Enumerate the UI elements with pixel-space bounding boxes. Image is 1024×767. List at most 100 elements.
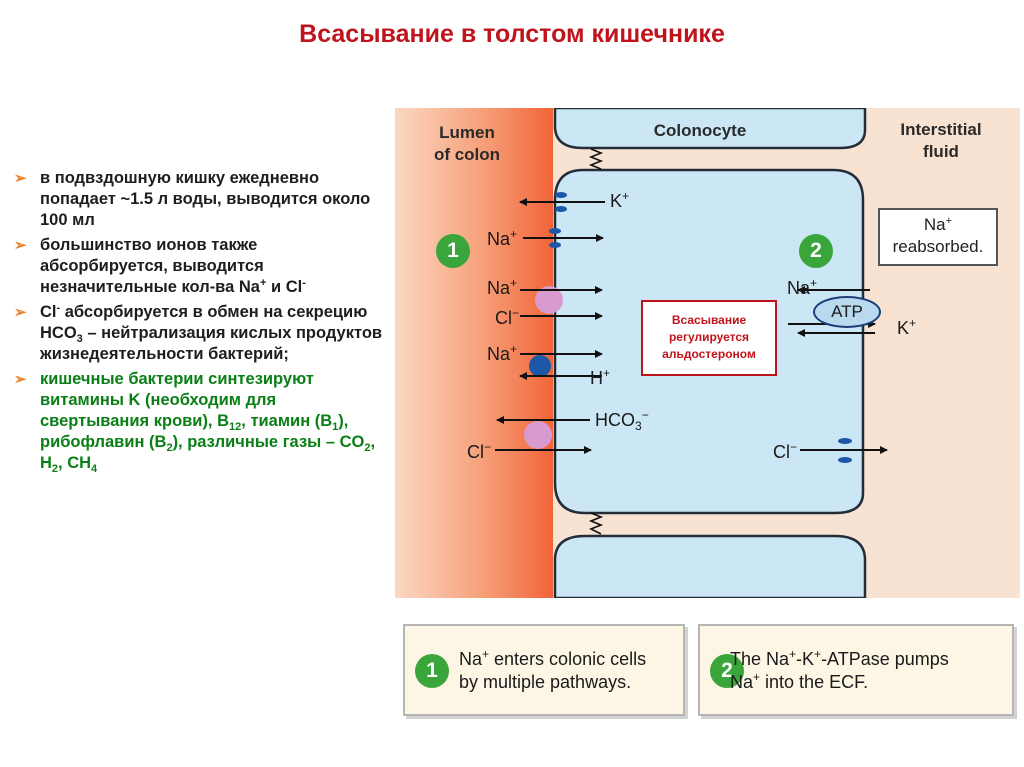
ion-charge: − bbox=[512, 306, 520, 320]
bullet-text: большинство ионов также абсорбируется, в… bbox=[40, 236, 264, 296]
colonocyte-lower bbox=[553, 534, 867, 598]
na-channel bbox=[523, 228, 604, 248]
ion-charge: + bbox=[909, 316, 917, 330]
bullet-text: , CH bbox=[58, 454, 92, 472]
ion-symbol: Na bbox=[923, 215, 946, 234]
ion-charge: + bbox=[945, 215, 953, 227]
reabsorbed-line: reabsorbed. bbox=[892, 237, 984, 256]
tight-junction-bottom bbox=[588, 512, 604, 535]
superscript: + bbox=[259, 277, 267, 289]
na-h-exchanger bbox=[519, 350, 603, 380]
bullet-text: , тиамин (B bbox=[241, 412, 333, 430]
caption-line: by multiple pathways. bbox=[459, 672, 632, 692]
arrow-bullet-icon: ➢ bbox=[14, 170, 27, 187]
bullet-text: , H bbox=[40, 433, 376, 472]
subscript: 2 bbox=[166, 442, 173, 454]
ion-symbol: Na bbox=[487, 278, 511, 298]
ion-cl: Cl− bbox=[495, 306, 520, 328]
arrow-bullet-icon: ➢ bbox=[14, 304, 27, 321]
ion-charge: − bbox=[790, 440, 798, 454]
ion-charge: + bbox=[482, 647, 490, 661]
bullet-text: и Cl bbox=[266, 278, 303, 296]
bullet-text: Cl bbox=[40, 303, 57, 321]
subscript: 3 bbox=[76, 333, 83, 345]
caption-fragment: into the ECF. bbox=[760, 672, 869, 692]
tight-junction-top bbox=[588, 148, 604, 170]
subscript: 1 bbox=[332, 421, 339, 433]
step-2-caption: 2 The Na+-K+-ATPase pumps Na+ into the E… bbox=[698, 624, 1014, 716]
caption-fragment: The Na bbox=[730, 649, 790, 669]
bullet-list: ➢ в подвздошную кишку ежедневно попадает… bbox=[14, 168, 384, 478]
bullet-item: ➢ Cl- абсорбируется в обмен на секрецию … bbox=[14, 302, 384, 365]
step-2-marker: 2 bbox=[799, 234, 833, 268]
caption-fragment: -ATPase pumps bbox=[821, 649, 949, 669]
caption-text: The Na+-K+-ATPase pumps Na+ into the ECF… bbox=[730, 648, 949, 694]
ion-cl: Cl− bbox=[467, 440, 492, 462]
na-cl-cotransporter bbox=[520, 286, 603, 320]
bullet-item: ➢ в подвздошную кишку ежедневно попадает… bbox=[14, 168, 384, 231]
interstitial-label-line: fluid bbox=[923, 142, 959, 161]
subscript: 2 bbox=[51, 463, 59, 475]
cl-hco3-exchanger bbox=[495, 416, 592, 454]
bullet-item: ➢ кишечные бактерии синтезируют витамины… bbox=[14, 369, 384, 475]
superscript: - bbox=[56, 302, 61, 314]
ion-charge: + bbox=[510, 227, 518, 241]
subscript: 2 bbox=[364, 442, 371, 454]
ion-symbol: HCO bbox=[595, 410, 635, 430]
ion-symbol: Cl bbox=[467, 442, 484, 462]
caption-fragment: enters colonic cells bbox=[489, 649, 647, 669]
ion-symbol: Cl bbox=[495, 308, 512, 328]
ion-charge: + bbox=[510, 342, 518, 356]
caption-fragment: -K bbox=[796, 649, 815, 669]
ion-charge: + bbox=[810, 276, 818, 290]
bullet-item: ➢ большинство ионов также абсорбируется,… bbox=[14, 235, 384, 298]
slide-title: Всасывание в толстом кишечнике bbox=[299, 20, 725, 48]
subscript: 4 bbox=[91, 463, 98, 475]
aldosterone-regulation-box: Всасывание регулируется альдостероном bbox=[641, 300, 777, 376]
subscript: 12 bbox=[229, 421, 242, 433]
ion-symbol: K bbox=[610, 191, 623, 211]
lumen-label: Lumen of colon bbox=[417, 122, 517, 166]
superscript: - bbox=[302, 277, 306, 289]
ion-symbol: H bbox=[590, 368, 603, 388]
ion-cl: Cl− bbox=[773, 440, 798, 462]
regulation-line: регулируется bbox=[668, 330, 750, 344]
caption-text: Na+ enters colonic cells by multiple pat… bbox=[459, 648, 646, 694]
ion-symbol: Na bbox=[487, 229, 511, 249]
ion-charge: − bbox=[484, 440, 492, 454]
arrow-bullet-icon: ➢ bbox=[14, 237, 27, 254]
step-1-marker: 1 bbox=[415, 654, 449, 688]
colon-absorption-diagram: Lumen of colon Colonocyte Interstitial f… bbox=[395, 108, 1020, 598]
caption-fragment: Na bbox=[730, 672, 754, 692]
ion-symbol: Na bbox=[487, 344, 511, 364]
arrow-bullet-icon: ➢ bbox=[14, 371, 27, 388]
step-1-marker: 1 bbox=[436, 234, 470, 268]
bullet-text: в подвздошную кишку ежедневно попадает ~… bbox=[40, 169, 371, 229]
ion-symbol: Na bbox=[787, 278, 811, 298]
ion-charge: + bbox=[622, 189, 630, 203]
bullet-text: кишечные бактерии синтезируют витамины K… bbox=[40, 370, 314, 430]
lumen-label-line: of colon bbox=[433, 145, 501, 164]
ion-charge: + bbox=[603, 366, 611, 380]
ion-subscript: 3 bbox=[635, 419, 642, 433]
step-1-caption: 1 Na+ enters colonic cells by multiple p… bbox=[403, 624, 685, 716]
ion-na: Na+ bbox=[487, 276, 518, 298]
interstitial-label-line: Interstitial bbox=[900, 120, 982, 139]
ion-charge: + bbox=[753, 670, 761, 684]
ion-k: K+ bbox=[610, 189, 630, 211]
ion-symbol: K bbox=[897, 318, 910, 338]
reabsorbed-line: Na+ bbox=[880, 214, 996, 236]
colonocyte-label: Colonocyte bbox=[653, 121, 747, 140]
ion-na: Na+ bbox=[487, 227, 518, 249]
regulation-line: альдостероном bbox=[662, 347, 756, 361]
ion-charge: − bbox=[641, 408, 649, 422]
bullet-text: абсорбируется в обмен на секрецию HCO bbox=[40, 303, 368, 342]
bullet-text: ), рибофлавин (B bbox=[40, 412, 349, 451]
regulation-line: Всасывание bbox=[671, 313, 747, 327]
ion-h: H+ bbox=[590, 366, 611, 388]
ion-charge: + bbox=[510, 276, 518, 290]
bullet-text: ), различные газы – CO bbox=[172, 433, 365, 451]
ion-hco3: HCO3− bbox=[595, 408, 649, 433]
ion-charge: + bbox=[814, 647, 822, 661]
caption-fragment: Na bbox=[459, 649, 483, 669]
